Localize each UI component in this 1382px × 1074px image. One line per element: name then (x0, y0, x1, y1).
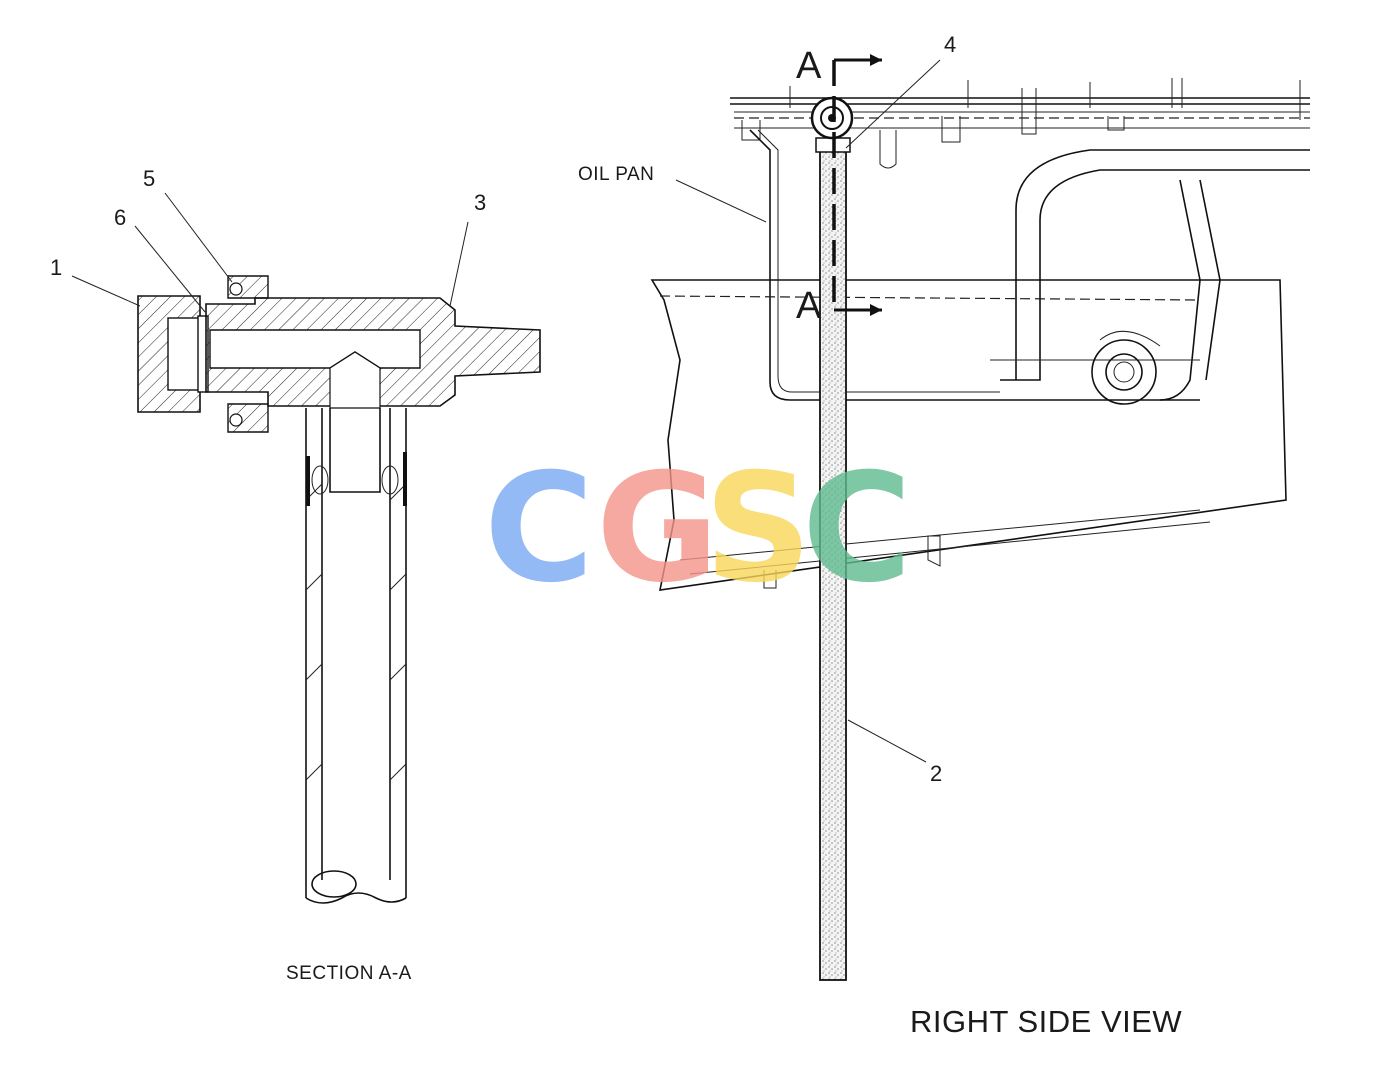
watermark-letter: C (484, 442, 594, 616)
drain-fitting (1091, 339, 1157, 405)
callout-3: 3 (474, 190, 486, 215)
view-title: RIGHT SIDE VIEW (910, 1004, 1182, 1039)
section-a-a-drawing (71, 192, 541, 904)
callout-6: 6 (114, 205, 126, 230)
right-side-view-drawing (650, 54, 1310, 981)
tee-vertical-bore (329, 351, 381, 409)
tee-bore (209, 329, 421, 369)
watermark-logo: C G S C (484, 442, 912, 616)
oil-pan-label: OIL PAN (578, 164, 654, 185)
section-marker-bottom: A (796, 285, 822, 327)
watermark-letter: S (704, 442, 812, 616)
callout-5: 5 (143, 166, 155, 191)
section-marker-top: A (796, 45, 822, 87)
section-title: SECTION A-A (286, 963, 412, 984)
callout-1: 1 (50, 255, 62, 280)
callout-4: 4 (944, 32, 956, 57)
nut-bore (167, 317, 203, 391)
watermark-letter: G (596, 442, 719, 616)
watermark-letter: C (802, 442, 912, 616)
callout-2: 2 (930, 761, 942, 786)
tube-end (311, 870, 357, 898)
